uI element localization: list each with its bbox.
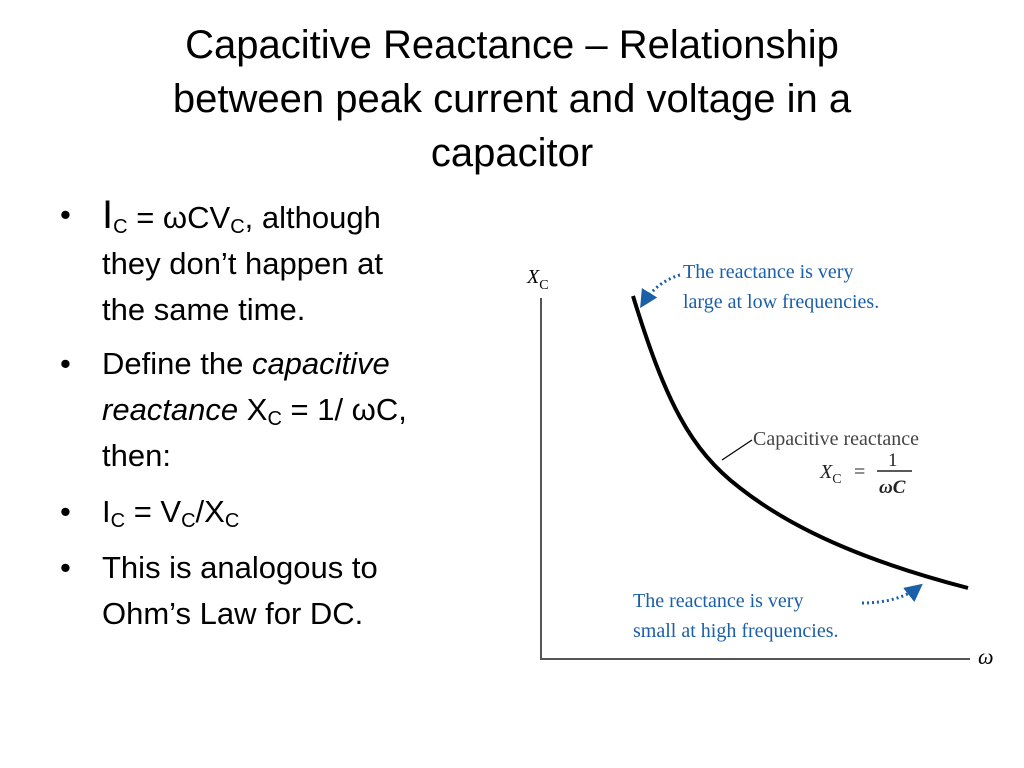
title-line-1: Capacitive Reactance – Relationship xyxy=(185,23,839,67)
bullet-item-ohms-form: • IC = VC/XC xyxy=(60,489,520,535)
arrow-to-top-of-curve xyxy=(640,273,681,309)
bullet-item-analogy: • This is analogous to Ohm’s Law for DC. xyxy=(60,545,520,637)
annotation-bottom: The reactance is very small at high freq… xyxy=(633,590,839,642)
current-symbol: I xyxy=(102,193,114,237)
reactance-curve xyxy=(631,295,969,590)
annotation-top: The reactance is very large at low frequ… xyxy=(683,261,879,313)
bullet-item-current-formula: • IC = ωCVC, although they don’t happen … xyxy=(60,193,383,327)
bullet-dot: • xyxy=(60,550,71,585)
arrow-to-bottom-of-curve xyxy=(861,583,923,605)
curve-label-leader xyxy=(721,439,753,461)
bullet-item-define-reactance: • Define the capacitive reactance XC = 1… xyxy=(60,341,520,479)
x-axis-label: ω xyxy=(978,644,994,669)
svg-text:XC: XC xyxy=(819,461,842,487)
slide-title: Capacitive Reactance – Relationship betw… xyxy=(60,18,964,180)
svg-text:=: = xyxy=(854,461,865,483)
title-line-3: capacitor xyxy=(430,131,594,175)
bullet-list: • IC = ωCVC, although they don’t happen … xyxy=(60,192,520,647)
svg-text:1: 1 xyxy=(888,450,898,471)
bullet-dot: • xyxy=(60,346,71,381)
curve-label: Capacitive reactance xyxy=(753,428,919,450)
title-line-2: between peak current and voltage in a xyxy=(172,77,852,121)
svg-text:ωC: ωC xyxy=(879,477,906,498)
bullet-dot: • xyxy=(60,494,71,529)
bullet-dot: • xyxy=(60,197,71,232)
reactance-formula: XC = 1 ωC xyxy=(819,450,912,498)
y-axis-label: XC xyxy=(526,266,549,293)
